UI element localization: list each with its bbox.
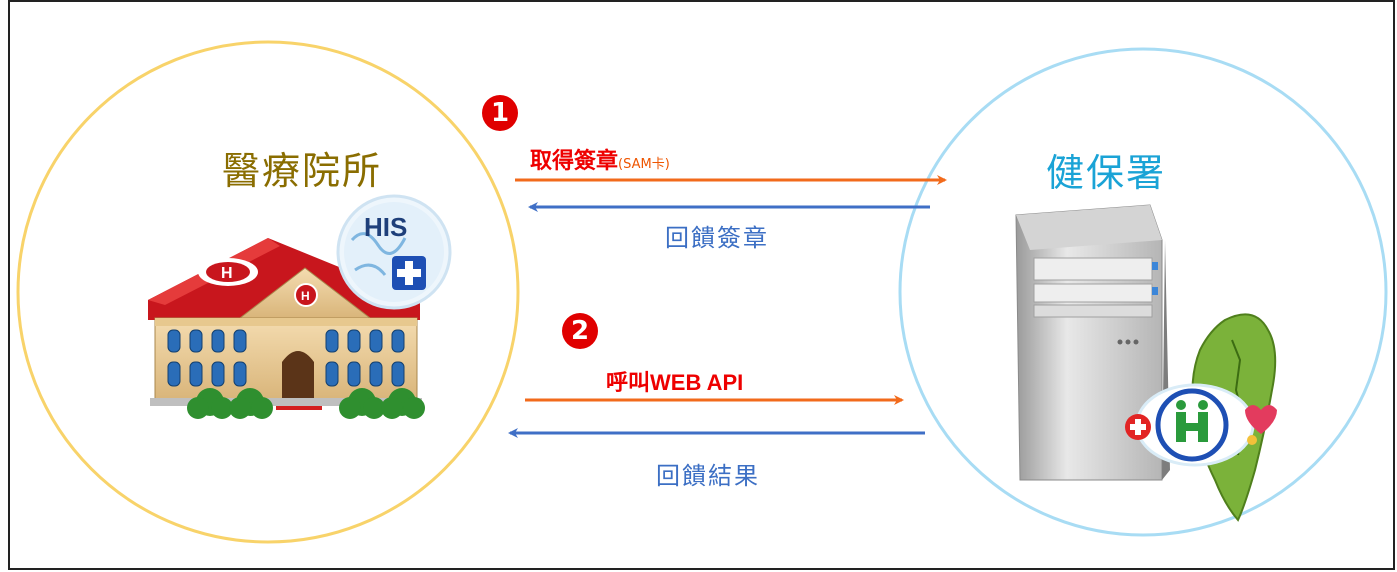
step1-reply-label: 回饋簽章	[665, 224, 769, 252]
step1-badge: 1	[482, 95, 518, 131]
svg-text:H: H	[221, 265, 233, 282]
nhi-logo-icon	[1125, 383, 1277, 467]
left-circle	[16, 40, 520, 544]
step2-reply-label: 回饋結果	[656, 462, 760, 490]
step1-label-text: 取得簽章	[530, 149, 619, 174]
hospital-title: 醫療院所	[222, 149, 383, 193]
svg-text:H: H	[301, 289, 310, 303]
step1-sublabel: (SAM卡)	[618, 157, 670, 172]
server-icon	[1015, 204, 1170, 481]
his-badge-icon	[336, 194, 452, 310]
nhi-title: 健保署	[1046, 151, 1167, 195]
right-circle	[898, 47, 1388, 537]
step1-label: 取得簽章(SAM卡)	[530, 143, 670, 175]
hospital-building-icon: H H	[148, 238, 425, 419]
his-label: HIS	[364, 212, 408, 242]
step2-badge: 2	[562, 313, 598, 349]
step2-label: 呼叫WEB API	[606, 370, 744, 395]
